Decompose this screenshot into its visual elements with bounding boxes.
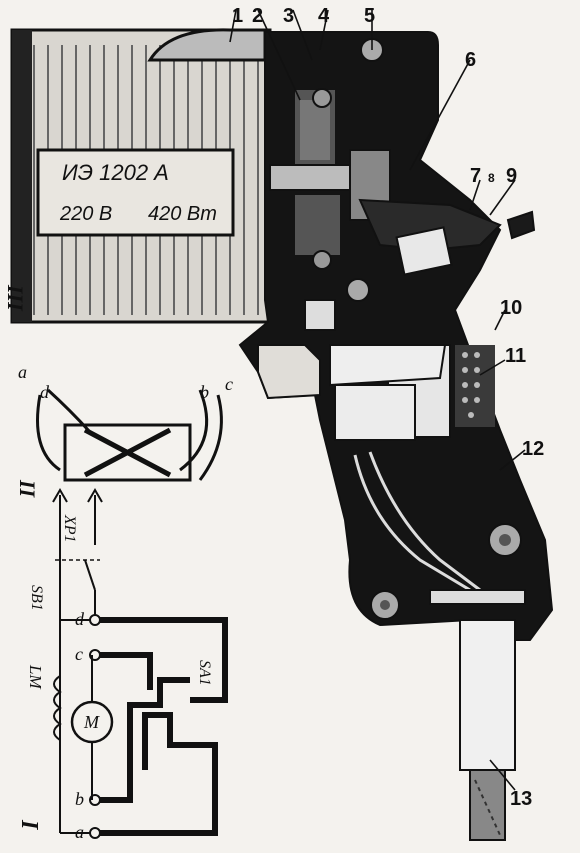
callout-10: 10 <box>500 297 522 319</box>
callout-8: 8 <box>488 171 495 185</box>
schematic-sa1-label: SA1 <box>196 660 213 686</box>
schematic-labels: I a b c d M LM SA1 SB1 XP1 <box>16 514 213 842</box>
schematic-winding-label: LM <box>26 664 45 689</box>
section-label-III: III <box>3 284 28 312</box>
section-label-I: I <box>16 819 42 831</box>
reverser-terminal-a: a <box>18 362 27 382</box>
reverser-terminal-d: d <box>40 382 50 402</box>
callout-2: 2 <box>252 5 263 27</box>
callout-leaders <box>229 9 526 791</box>
section-label-II: II <box>15 479 40 499</box>
callout-4: 4 <box>318 5 330 27</box>
callout-13: 13 <box>510 788 532 810</box>
schematic-terminal-a: a <box>75 822 84 842</box>
schematic-sb1-label: SB1 <box>28 585 45 611</box>
reverser-wiring: a d b c II <box>15 362 233 499</box>
nameplate-voltage: 220 В <box>59 203 112 225</box>
reverser-terminal-c: c <box>225 374 233 394</box>
callout-1: 1 <box>232 5 243 27</box>
callout-7: 7 <box>470 165 481 187</box>
schematic-terminal-b: b <box>75 789 84 809</box>
nameplate: ИЭ 1202 А 220 В 420 Вт <box>36 148 235 237</box>
callout-11: 11 <box>505 345 526 367</box>
callout-6: 6 <box>465 49 476 71</box>
callout-numbers: 1 2 3 4 5 6 7 8 9 10 11 12 13 <box>232 5 544 810</box>
callout-9: 9 <box>506 165 517 187</box>
drill-body: ИЭ 1202 А 220 В 420 Вт <box>10 28 554 841</box>
reverser-terminal-b: b <box>200 382 209 402</box>
callout-12: 12 <box>522 438 544 460</box>
schematic-motor-label: M <box>83 712 100 732</box>
nameplate-power: 420 Вт <box>148 203 217 225</box>
callout-5: 5 <box>364 5 375 27</box>
nameplate-model: ИЭ 1202 А <box>62 160 169 185</box>
schematic-terminal-c: c <box>75 644 83 664</box>
schematic-terminal-d: d <box>75 609 85 629</box>
callout-3: 3 <box>283 5 294 27</box>
schematic <box>52 488 228 839</box>
schematic-xp1-label: XP1 <box>61 514 78 543</box>
